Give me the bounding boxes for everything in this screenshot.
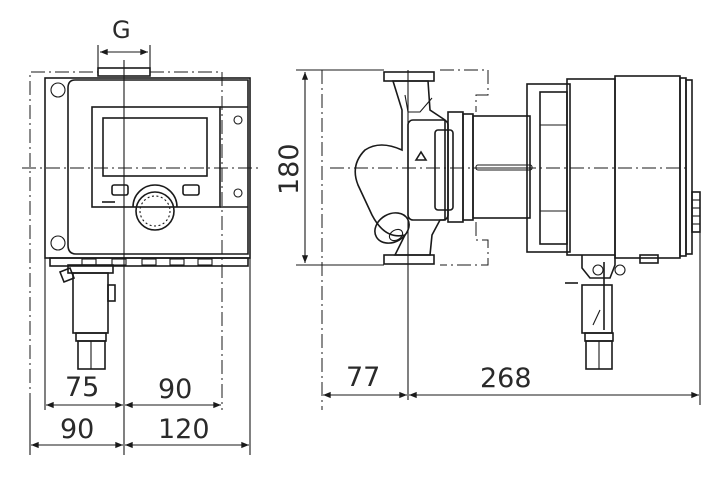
dim-77-label: 77 [346, 362, 380, 393]
dim-120-label: 120 [158, 414, 210, 445]
connector-plug-icon [691, 191, 701, 233]
menu-button-icon [182, 184, 200, 196]
dim-180-label: 180 [274, 143, 305, 195]
front-view: G [22, 16, 262, 455]
side-view: 180 [274, 69, 701, 410]
mounting-hole-icon [50, 235, 66, 251]
mounting-hole-icon [50, 82, 66, 98]
control-knob-icon [135, 191, 175, 231]
dim-90-inner-label: 90 [158, 374, 192, 405]
dim-75-label: 75 [65, 372, 99, 403]
display-screen [102, 117, 208, 177]
back-button-icon [111, 184, 129, 196]
dim-268-label: 268 [480, 363, 532, 394]
thread-size-label: G [112, 16, 131, 44]
dim-90-outer-label: 90 [60, 414, 94, 445]
